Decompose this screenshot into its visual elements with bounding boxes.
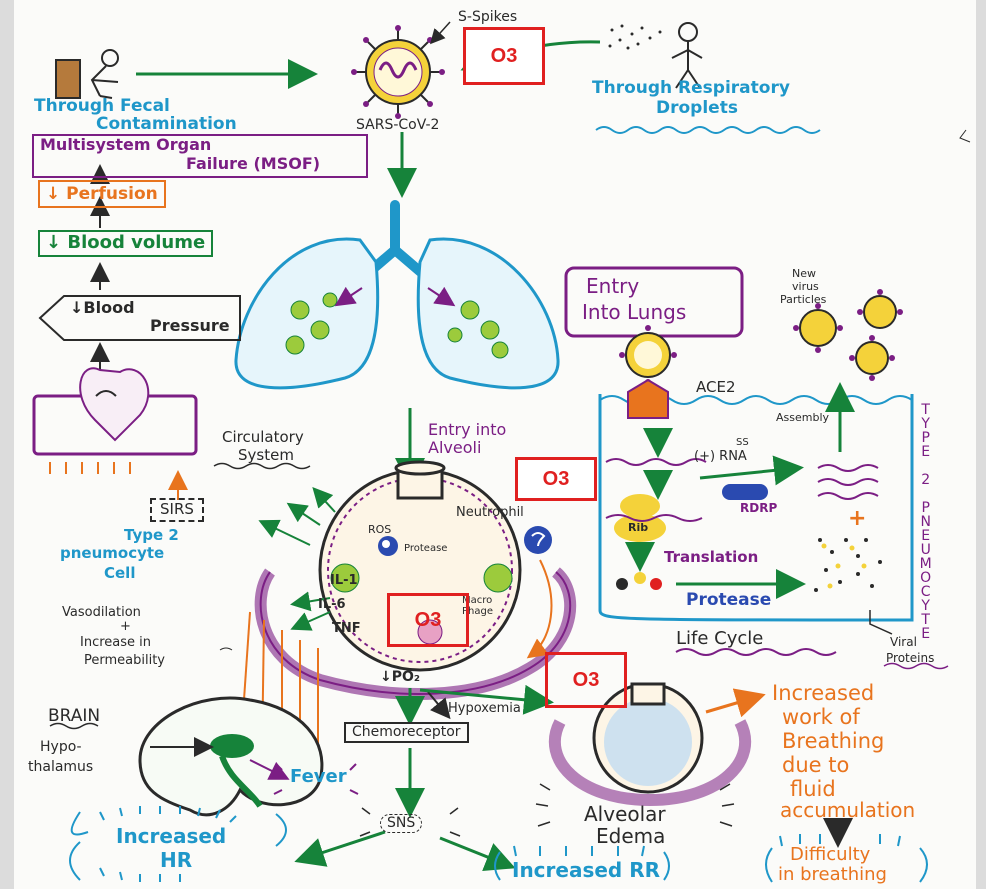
life-cycle-label: Life Cycle	[676, 628, 764, 649]
edema-line1: Alveolar	[584, 802, 666, 826]
o3-overlay-box: O3	[387, 593, 469, 647]
il1-label: IL-1	[330, 573, 358, 588]
viral-proteins-line2: Proteins	[886, 651, 935, 665]
rib-label: Rib	[628, 521, 649, 534]
vaso-line4: Permeability	[84, 653, 165, 668]
vaso-line3: Increase in	[80, 635, 151, 650]
work-line4: due to	[782, 753, 850, 777]
brain-title: BRAIN	[48, 706, 101, 726]
protease-label: Protease	[686, 590, 772, 610]
work-line1: Increased	[772, 681, 875, 705]
ss-label: SS	[736, 437, 749, 448]
type2-pneumocyte-vertical-label: TYPE 2 PNEUMOCYTE	[917, 402, 934, 640]
blood-volume-box: ↓ Blood volume	[38, 230, 214, 257]
translation-label: Translation	[664, 548, 759, 566]
hypoxemia-label: Hypoxemia	[448, 701, 521, 716]
fever-label: Fever	[290, 766, 347, 787]
sirs-box: SIRS	[150, 498, 204, 522]
vaso-line1: Vasodilation	[62, 605, 141, 620]
sns-label: SNS	[380, 814, 423, 833]
o3-overlay-box: O3	[545, 652, 627, 708]
svg-text:+: +	[848, 506, 866, 531]
macrophage-line1: Macro	[462, 595, 493, 606]
blood-pressure-line1: ↓Blood	[70, 298, 135, 317]
msof-line1: Multisystem Organ	[40, 135, 212, 154]
sars-cov-2-virus-icon	[351, 25, 445, 119]
blood-pressure-line2: Pressure	[150, 316, 230, 335]
work-line3: Breathing	[782, 729, 885, 753]
entry-alveoli-line2: Alveoli	[428, 438, 482, 457]
work-line6: accumulation	[780, 798, 916, 822]
brain-icon	[138, 696, 324, 817]
fecal-label-line1: Through Fecal	[34, 96, 170, 116]
new-virus-line3: Particles	[780, 293, 827, 306]
vaso-line2: +	[120, 619, 131, 634]
msof-box: Multisystem Organ Failure (MSOF)	[32, 134, 368, 178]
circulatory-line2: System	[238, 446, 294, 464]
perfusion-box: ↓ Perfusion	[38, 180, 166, 208]
entry-panel-title-line2: Into Lungs	[582, 300, 687, 324]
tnf-label: TNF	[332, 621, 361, 636]
droplets-label-line2: Droplets	[656, 98, 738, 118]
entry-virus-icon	[619, 325, 677, 385]
fecal-label-line2: Contamination	[96, 114, 237, 134]
protein-dots-icon	[616, 572, 662, 590]
droplets-icon	[608, 24, 662, 50]
assembly-label: Assembly	[776, 411, 830, 424]
rna-label: (+) RNA	[694, 449, 747, 464]
increased-hr-line1: Increased	[116, 824, 227, 848]
msof-line2: Failure (MSOF)	[186, 154, 321, 173]
rdrp-icon	[722, 484, 768, 500]
type2-line3: Cell	[104, 564, 136, 582]
increased-rr-label: Increased RR	[512, 858, 661, 882]
droplet-person-icon	[671, 22, 703, 89]
difficulty-line2: in breathing	[778, 864, 887, 885]
fecal-person-icon	[55, 49, 119, 99]
hypothalamus-line2: thalamus	[28, 759, 94, 775]
protease-small-label: Protease	[404, 543, 448, 554]
viral-proteins-cloud	[814, 538, 882, 592]
il6-label: IL-6	[318, 597, 346, 612]
ros-label: ROS	[368, 523, 392, 536]
entry-alveoli-line1: Entry into	[428, 420, 507, 439]
work-line5: fluid	[790, 777, 836, 801]
new-virus-line2: virus	[792, 280, 819, 293]
o3-overlay-box: O3	[515, 457, 597, 501]
ace2-receptor-icon	[627, 378, 669, 419]
entry-panel-title-line1: Entry	[586, 274, 640, 298]
sars-cov-2-label: SARS-CoV-2	[356, 117, 440, 133]
edema-alveolus-icon	[549, 682, 751, 807]
work-line2: work of	[782, 705, 860, 729]
chemoreceptor-box: Chemoreceptor	[344, 722, 469, 743]
viral-proteins-line1: Viral	[890, 635, 917, 649]
increased-hr-line2: HR	[160, 848, 193, 872]
heart-icon	[32, 367, 198, 456]
droplets-label-line1: Through Respiratory	[592, 78, 790, 98]
new-virus-particles-icon	[793, 289, 903, 381]
hypothalamus-line1: Hypo-	[40, 739, 82, 755]
ace2-label: ACE2	[696, 378, 736, 396]
lungs-icon	[234, 200, 560, 390]
neutrophil-label: Neutrophil	[456, 505, 524, 520]
type2-line2: pneumocyte	[60, 544, 165, 562]
edema-line2: Edema	[596, 824, 666, 848]
o3-overlay-box: O3	[463, 27, 545, 85]
s-spikes-label: S-Spikes	[458, 9, 518, 25]
ribosome-icon	[614, 494, 666, 542]
difficulty-line1: Difficulty	[790, 844, 871, 865]
circulatory-line1: Circulatory	[222, 428, 304, 446]
type2-line1: Type 2	[124, 526, 179, 544]
new-virus-line1: New	[792, 267, 816, 280]
macrophage-line2: Phage	[462, 606, 493, 617]
po2-label: ↓PO₂	[380, 669, 421, 685]
rdrp-label: RDRP	[740, 501, 778, 515]
neutrophil-icon	[524, 526, 552, 554]
